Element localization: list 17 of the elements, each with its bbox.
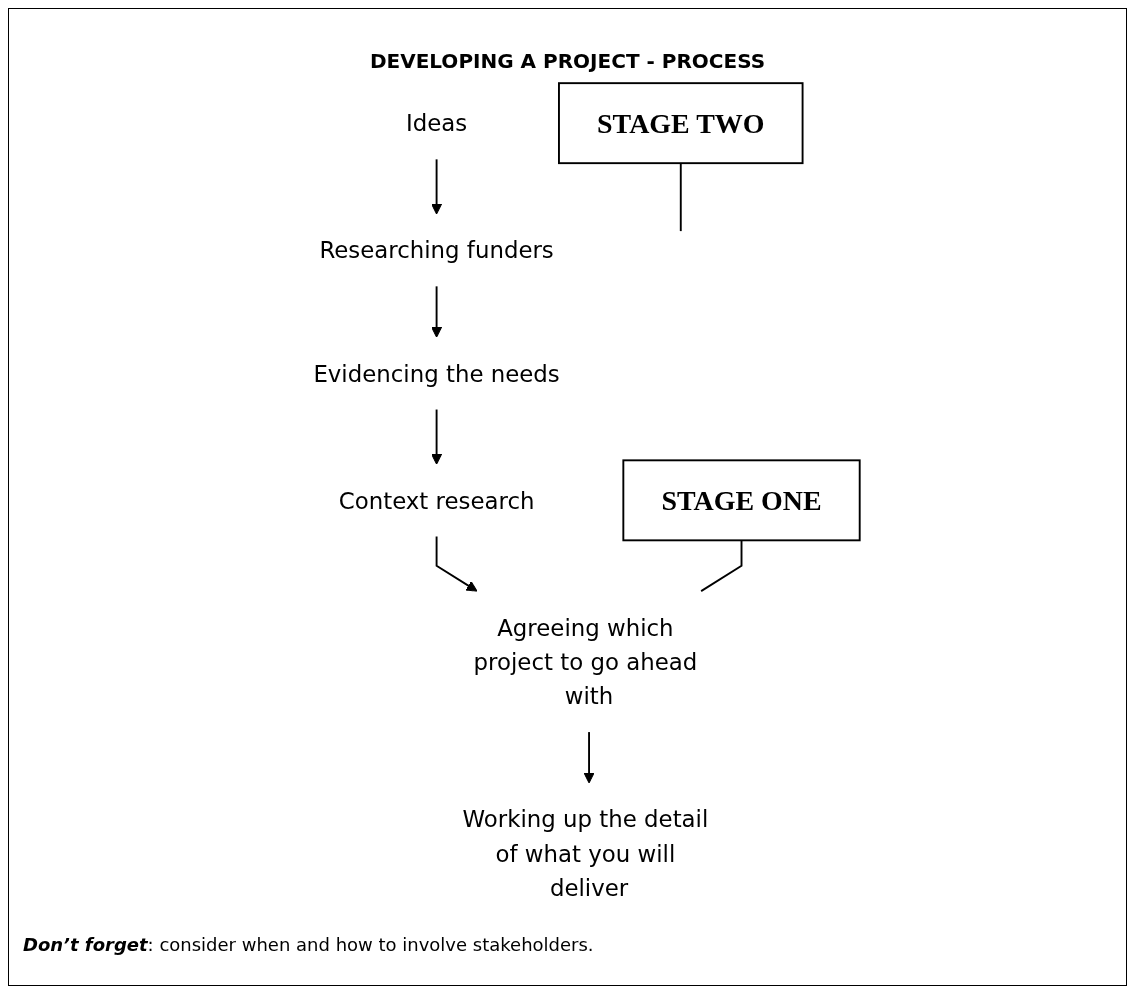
node-text: Evidencing the needs — [313, 360, 560, 387]
arrow — [431, 158, 443, 215]
node-text: Ideas — [405, 109, 468, 137]
arrow — [431, 408, 443, 465]
diagram-title: DEVELOPING A PROJECT - PROCESS — [369, 49, 766, 73]
node-box: STAGE TWO — [558, 82, 804, 165]
node-text: Agreeing which project to go ahead with — [473, 613, 698, 710]
arrow — [435, 535, 478, 592]
node-text: Working up the detail of what you will deliver — [462, 805, 709, 901]
arrow — [583, 731, 595, 784]
node-box: STAGE ONE — [622, 459, 861, 542]
note-text: Don’t forget: consider when and how to involve stakeholders. — [23, 934, 594, 955]
connector — [700, 539, 743, 593]
arrow — [431, 285, 443, 338]
node-text: Researching funders — [319, 236, 554, 264]
connector — [679, 162, 682, 233]
node-text: Context research — [338, 486, 535, 514]
